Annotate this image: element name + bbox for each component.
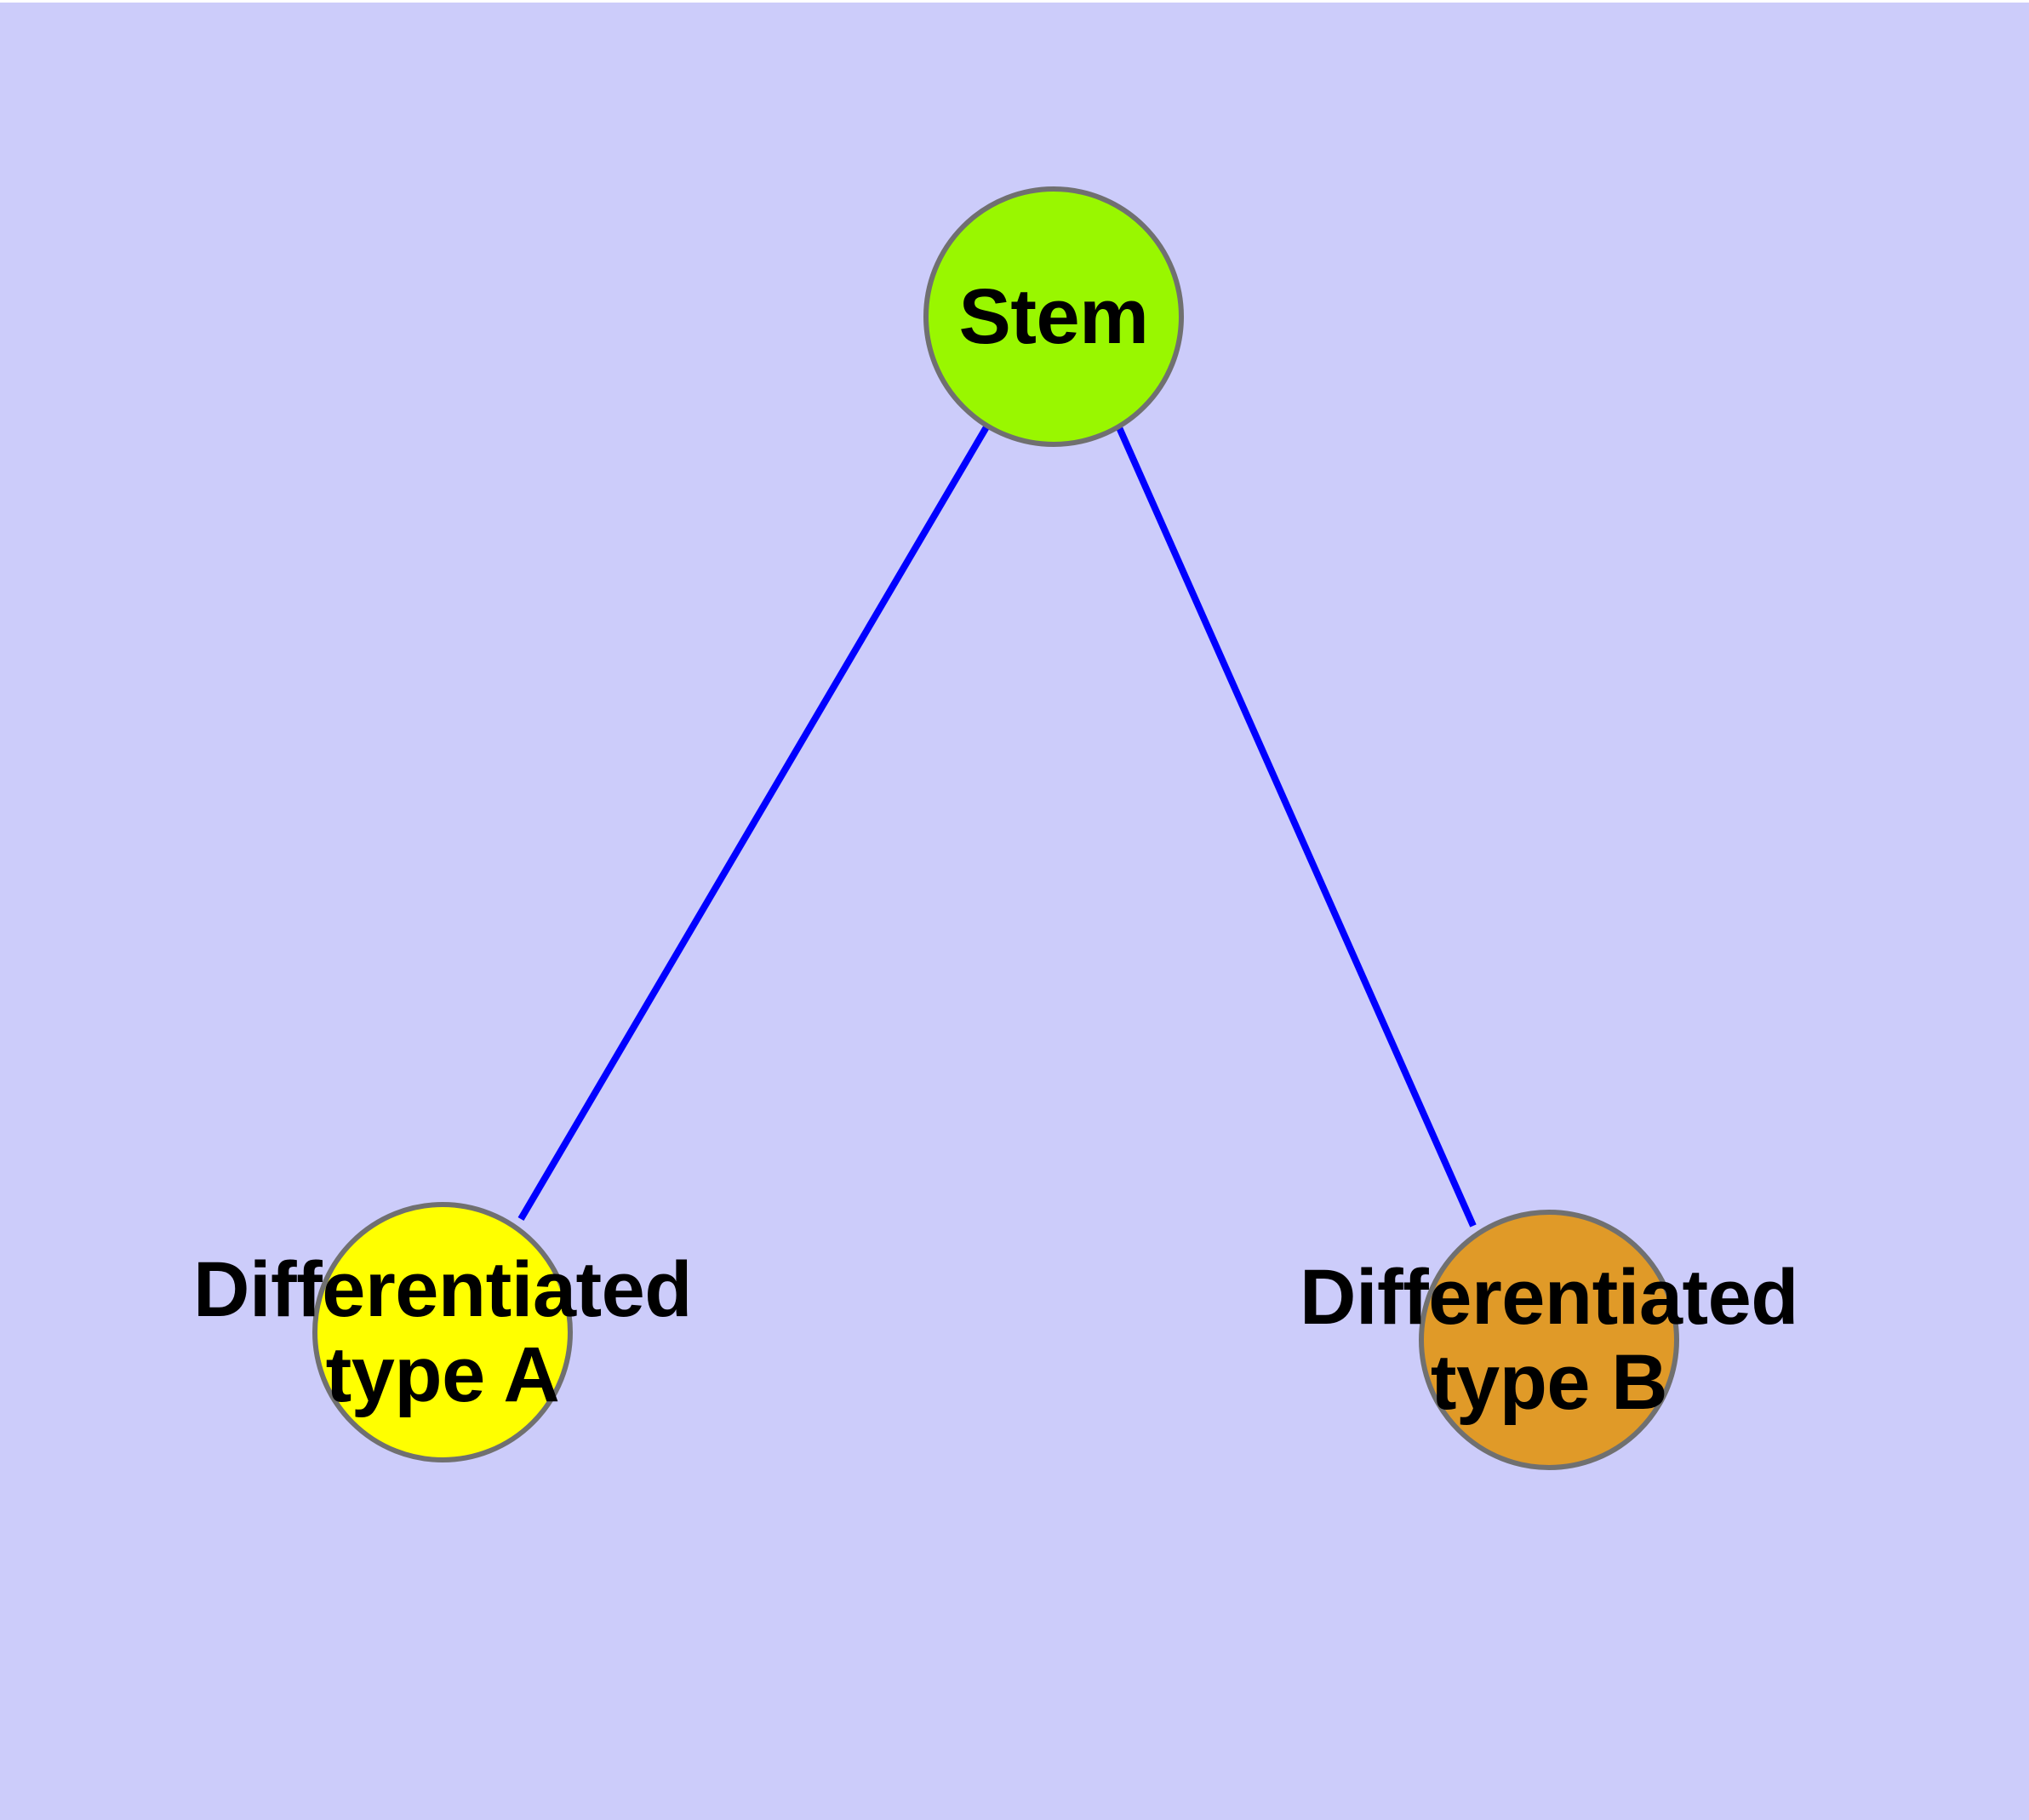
graph-edge-stem-to-b bbox=[1115, 424, 1477, 1228]
nodes-layer bbox=[312, 186, 1679, 1470]
graph-node-stem[interactable] bbox=[923, 186, 1184, 447]
graph-edge-stem-to-a bbox=[517, 423, 991, 1222]
graph-node-diff-a[interactable] bbox=[312, 1202, 573, 1462]
graph-node-diff-b[interactable] bbox=[1419, 1210, 1679, 1470]
edges-layer bbox=[517, 423, 1477, 1228]
